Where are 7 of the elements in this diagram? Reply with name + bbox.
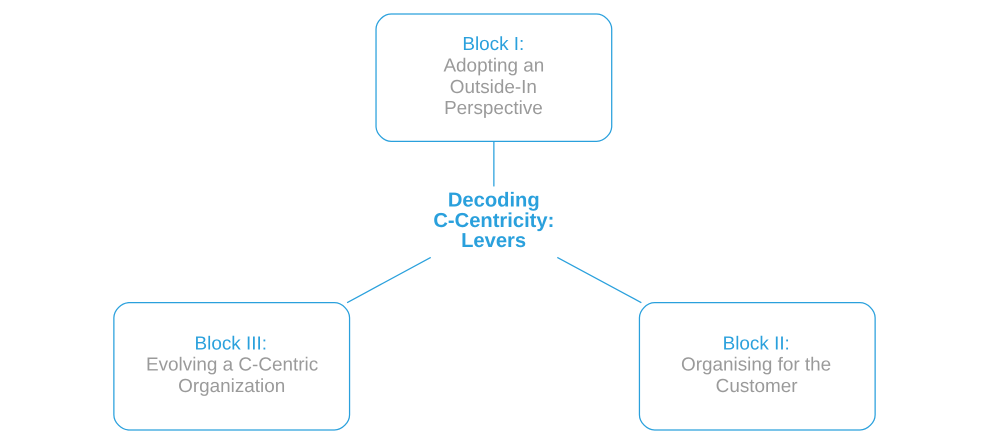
connector xyxy=(493,141,494,186)
connector xyxy=(346,256,432,303)
connector xyxy=(557,256,642,303)
node-box: Block I: Adopting an Outside-In Perspective xyxy=(375,12,612,142)
node-box: Block III: Evolving a C-Centric Organization xyxy=(113,302,350,430)
node-text: Decoding C-Centricity: Levers xyxy=(433,189,554,252)
node-box: Block II: Organising for the Customer xyxy=(638,302,876,430)
